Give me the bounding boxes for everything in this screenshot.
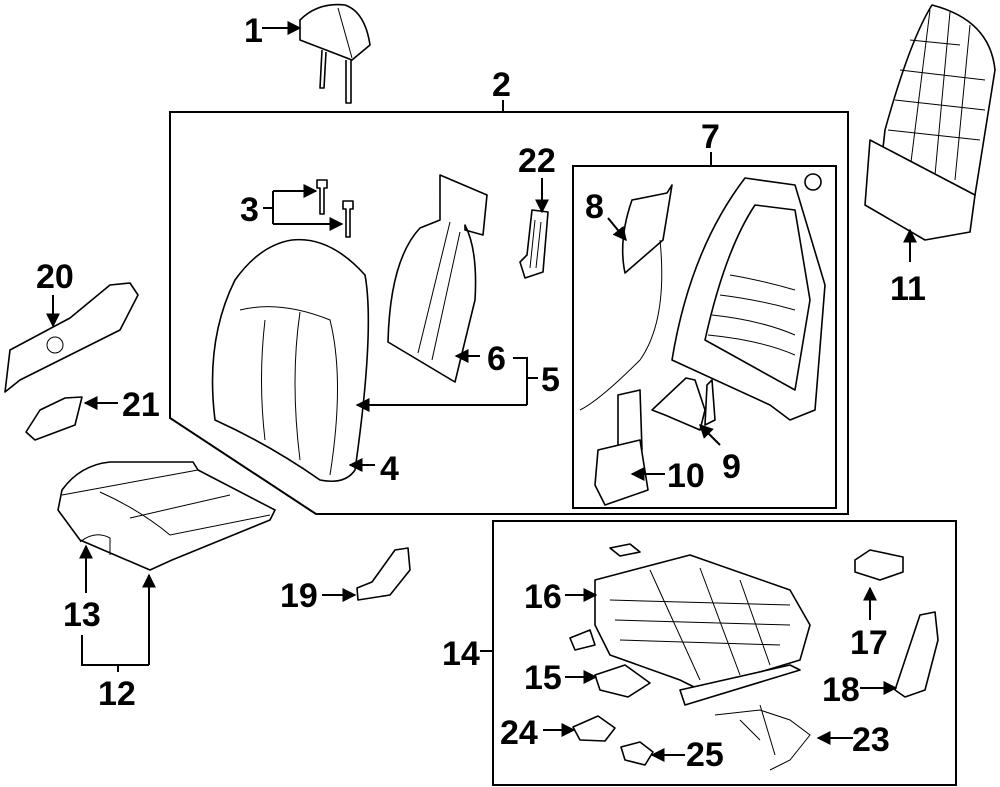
callout-16: 16 [524,578,562,616]
part-seat-back-frame[interactable] [671,173,826,421]
part-trim-cover-19[interactable] [356,547,411,601]
part-bracket-22[interactable] [519,209,549,279]
part-recliner[interactable] [651,377,716,431]
part-side-airbag[interactable] [579,184,673,411]
part-seat-track[interactable] [569,543,811,706]
part-recliner-motor[interactable] [594,389,649,506]
callout-5: 5 [541,361,560,399]
callout-18: 18 [822,671,860,709]
leader-lines [46,21,917,762]
callout-17: 17 [850,624,888,662]
callout-23: 23 [852,721,890,759]
part-module-24[interactable] [572,715,616,742]
callout-19: 19 [280,577,318,615]
callout-12: 12 [98,675,136,713]
part-side-cover-18[interactable] [894,611,939,698]
callout-22: 22 [518,142,556,180]
group-frame-7 [572,165,837,509]
callout-21: 21 [122,386,160,424]
callout-7: 7 [701,118,720,156]
callout-labels: 1 2 3 4 5 6 7 8 9 10 11 12 13 14 15 16 1… [36,12,926,774]
part-wiring-harness[interactable] [714,704,811,771]
part-switch-cover[interactable] [25,396,83,441]
callout-3: 3 [240,191,259,229]
callout-2: 2 [492,66,511,104]
callout-24: 24 [500,714,538,752]
callout-11: 11 [890,270,926,308]
part-seat-cushion[interactable] [57,461,276,571]
callout-6: 6 [487,340,506,378]
callout-1: 1 [244,12,263,50]
callout-10: 10 [667,457,705,495]
part-connector-25[interactable] [620,741,654,766]
callout-13: 13 [63,596,101,634]
part-bolts[interactable] [316,179,354,238]
callout-4: 4 [380,450,399,488]
callout-20: 20 [36,258,74,296]
group-frame-14 [492,520,957,786]
group-frame-2 [169,111,849,515]
part-seat-back-cover[interactable] [211,238,370,483]
part-headrest[interactable] [299,3,371,104]
part-lumbar-17[interactable] [854,549,904,581]
part-control-module-15[interactable] [594,664,651,698]
callout-14: 14 [442,635,480,673]
callout-25: 25 [686,736,724,774]
callout-8: 8 [585,188,604,226]
part-back-panel[interactable] [387,174,488,383]
part-back-board[interactable] [864,4,996,241]
callout-15: 15 [524,659,562,697]
callout-9: 9 [722,448,741,486]
part-side-shield[interactable] [4,282,139,393]
